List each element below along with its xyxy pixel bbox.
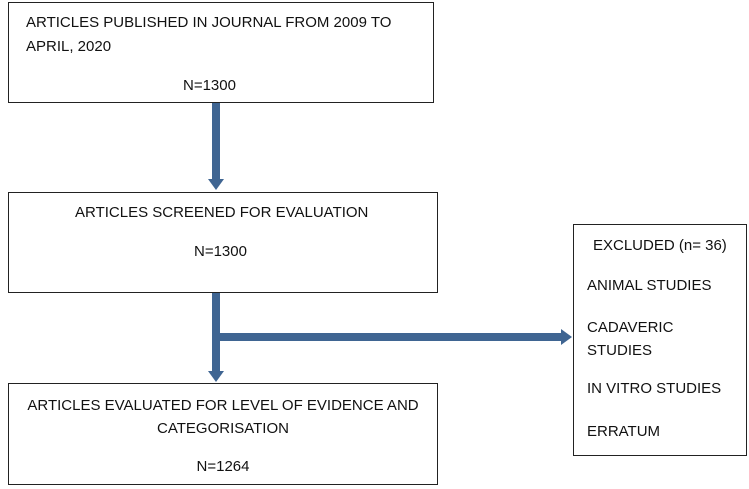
excluded-item: ERRATUM [587,423,661,440]
box-articles-evaluated-count: N=1264 [196,458,250,475]
box-articles-published [8,2,434,103]
box-articles-published-line1: ARTICLES PUBLISHED IN JOURNAL FROM 2009 … [26,14,392,31]
box-articles-screened [8,192,438,293]
arrow-shaft-2 [212,293,220,371]
box-articles-published-line2: APRIL, 2020 [26,38,112,55]
arrow-shaft-1 [212,103,220,179]
excluded-item: ANIMAL STUDIES [587,277,712,294]
box-articles-evaluated-line1: ARTICLES EVALUATED FOR LEVEL OF EVIDENCE… [27,397,419,414]
box-articles-screened-title: ARTICLES SCREENED FOR EVALUATION [75,204,369,221]
arrowhead-down-2 [208,371,224,382]
excluded-item: IN VITRO STUDIES [587,380,722,397]
arrowhead-right [561,329,572,345]
arrow-branch-shaft [220,333,561,341]
box-articles-evaluated-line2: CATEGORISATION [157,420,289,437]
box-articles-screened-count: N=1300 [194,243,247,260]
arrowhead-down-1 [208,179,224,190]
excluded-title: EXCLUDED (n= 36) [593,237,727,254]
excluded-item: CADAVERIC [587,319,674,336]
box-excluded [573,224,747,456]
box-articles-published-count: N=1300 [183,77,236,94]
excluded-item: STUDIES [587,342,653,359]
box-articles-evaluated [8,383,438,485]
